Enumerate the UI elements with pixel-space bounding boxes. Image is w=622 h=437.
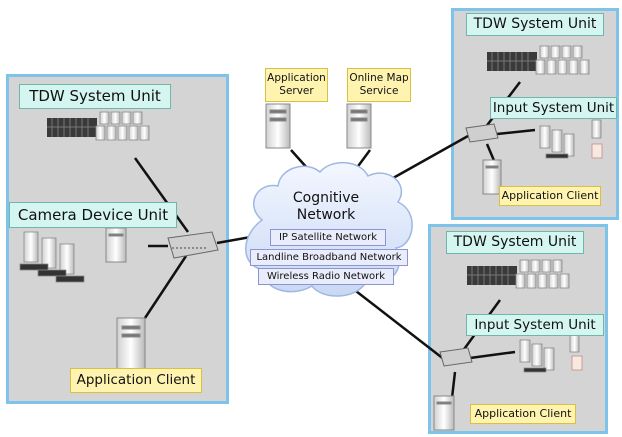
network-ip-satellite: IP Satellite Network bbox=[270, 229, 386, 246]
cognitive-network-title: Cognitive Network bbox=[292, 190, 360, 223]
link-hub-input-topright bbox=[496, 128, 536, 136]
link-tdw-left bbox=[133, 157, 190, 233]
input-kiosk-bottomright bbox=[519, 333, 583, 373]
network-wireless-radio: Wireless Radio Network bbox=[258, 268, 394, 285]
network-landline-broadband: Landline Broadband Network bbox=[250, 249, 408, 266]
link-cloud-bottomright bbox=[351, 287, 446, 361]
tdw-pc-cluster-bottomright bbox=[515, 259, 570, 289]
client-tower-bottomright bbox=[433, 395, 455, 431]
application-client-label: Application Client bbox=[470, 404, 576, 424]
application-server-tower bbox=[265, 103, 291, 149]
application-client-label: Application Client bbox=[70, 368, 202, 393]
application-client-label: Application Client bbox=[499, 186, 601, 206]
tdw-pc-cluster-left bbox=[95, 111, 150, 141]
network-hub-left bbox=[167, 231, 219, 259]
tdw-pc-cluster-topright bbox=[535, 45, 590, 75]
tdw-system-unit-label: TDW System Unit bbox=[19, 84, 171, 109]
client-tower-topright bbox=[482, 159, 502, 195]
network-hub-topright bbox=[465, 123, 499, 143]
tdw-system-unit-label: TDW System Unit bbox=[446, 231, 584, 254]
tdw-wall-topright bbox=[487, 52, 537, 71]
online-map-service-label: Online Map Service bbox=[347, 68, 411, 102]
tdw-system-unit-label: TDW System Unit bbox=[466, 13, 604, 36]
input-kiosk-topright bbox=[539, 119, 603, 159]
camera-kiosk-machines bbox=[19, 231, 85, 283]
application-server-label: Application Server bbox=[265, 68, 328, 102]
input-system-unit-label: Input System Unit bbox=[490, 97, 617, 119]
tdw-wall-bottomright bbox=[467, 266, 517, 285]
camera-device-unit-label: Camera Device Unit bbox=[9, 202, 177, 228]
online-map-server-tower bbox=[346, 103, 372, 149]
tdw-wall-left bbox=[47, 118, 97, 137]
network-hub-bottomright bbox=[439, 347, 473, 367]
link-client-left bbox=[143, 255, 188, 319]
link-hub-input-bottomright bbox=[469, 350, 516, 360]
link-hub-client-bottomright bbox=[450, 371, 457, 399]
link-cloud-topright bbox=[385, 134, 469, 184]
input-system-unit-label: Input System Unit bbox=[466, 314, 604, 336]
client-tower-left bbox=[116, 317, 146, 371]
camera-unit-tower bbox=[105, 227, 127, 263]
